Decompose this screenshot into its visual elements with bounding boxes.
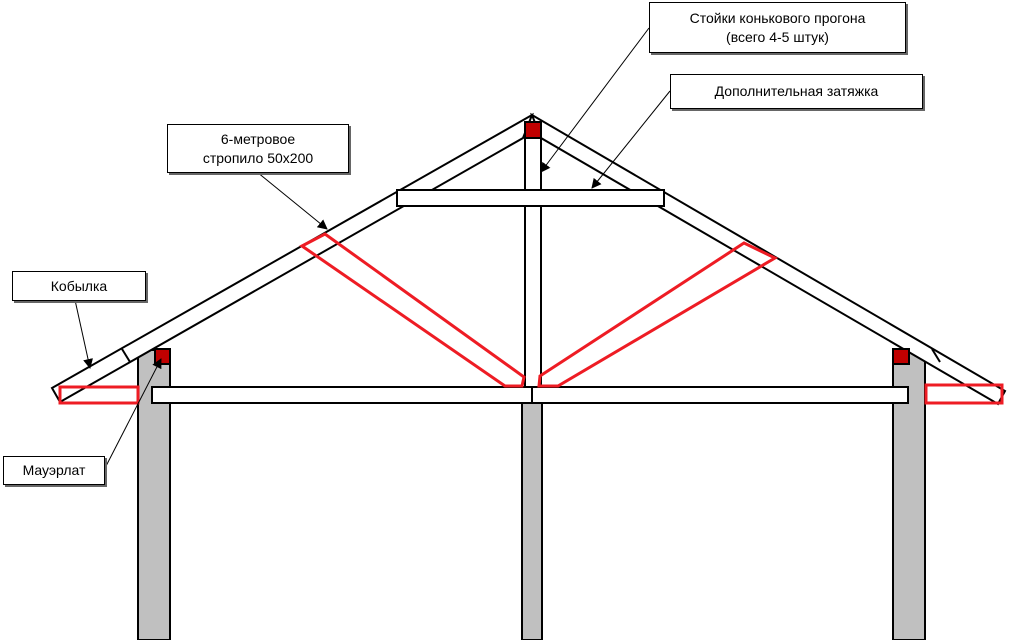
right-kobylka-highlight xyxy=(924,383,1004,405)
left-kobylka-joint xyxy=(121,348,131,363)
kobylka-label-text: Кобылка xyxy=(50,277,108,294)
ridge-posts-leader xyxy=(540,27,650,173)
ridge-beam xyxy=(524,121,542,139)
rafter-label-line1: 6-метровое xyxy=(220,130,296,147)
extra-tie-leader xyxy=(591,90,671,189)
mauerlat-label-text: Мауэрлат xyxy=(22,462,86,478)
right-mauerlat xyxy=(892,348,910,365)
middle-post xyxy=(521,399,543,640)
right-kobylka-joint xyxy=(931,348,941,363)
kobylka-label: Кобылка xyxy=(12,271,146,301)
rafter-label: 6-метровое стропило 50х200 xyxy=(167,124,349,173)
left-mauerlat xyxy=(154,348,171,365)
right-strut-highlight xyxy=(537,241,779,388)
extra-tie-label-text: Дополнительная затяжка xyxy=(714,83,879,99)
ridge-post xyxy=(524,137,542,391)
ridge-posts-label-line1: Стойки конькового прогона xyxy=(689,9,866,26)
mauerlat-leader xyxy=(103,358,162,471)
rafter-leader xyxy=(256,171,328,230)
extra-tie-beam xyxy=(396,189,665,207)
mauerlat-label: Мауэрлат xyxy=(3,456,105,485)
kobylka-leader xyxy=(74,299,93,369)
right-ceiling-beam xyxy=(531,386,909,404)
extra-tie-label: Дополнительная затяжка xyxy=(670,74,923,109)
ridge-posts-label: Стойки конькового прогона (всего 4-5 шту… xyxy=(649,2,906,53)
left-strut-highlight xyxy=(299,232,526,388)
left-ceiling-beam xyxy=(151,386,533,404)
ridge-posts-label-line2: (всего 4-5 штук) xyxy=(726,28,829,45)
rafter-label-line2: стропило 50х200 xyxy=(202,149,314,166)
left-kobylka-highlight xyxy=(58,385,140,405)
